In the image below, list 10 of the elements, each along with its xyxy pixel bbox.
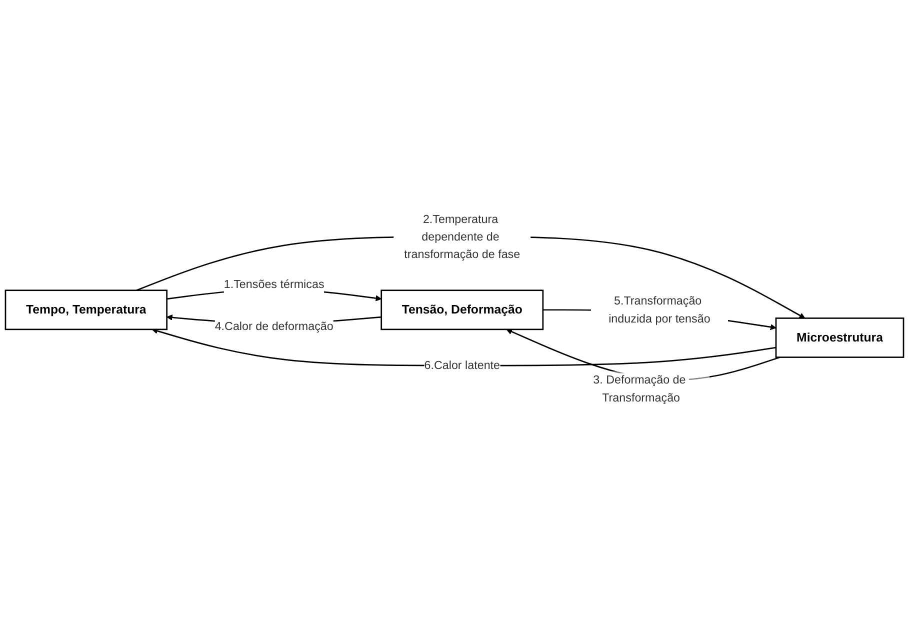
- edge-label: 2.Temperatura dependente de transformação de fase: [404, 212, 520, 261]
- arrow: [136, 236, 806, 319]
- edge-label: 1.Tensões térmicas: [224, 278, 324, 292]
- edge-label: 5.Transformação induzida por tensão: [608, 294, 710, 326]
- node-box: Microestrutura: [775, 318, 904, 358]
- edge-label: 4.Calor de deformação: [214, 320, 334, 334]
- edge-label: 6.Calor latente: [424, 359, 500, 372]
- node-box: Tensão, Deformação: [380, 290, 544, 330]
- node-box: Tempo, Temperatura: [4, 290, 168, 330]
- edge-label: 3. Deformação de Transformação: [593, 373, 686, 404]
